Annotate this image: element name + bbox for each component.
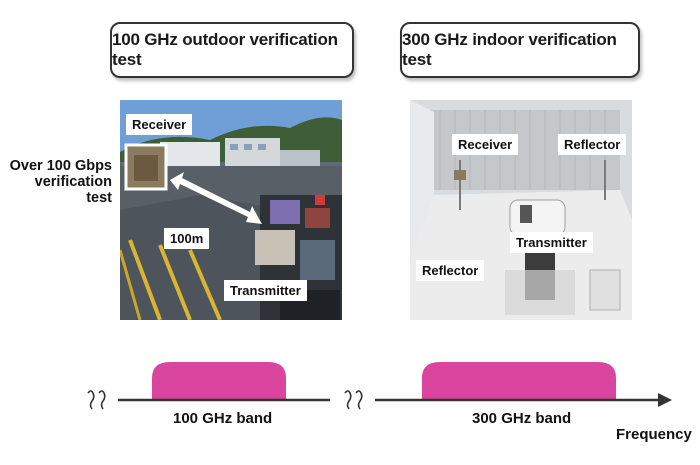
band-300ghz-shape (422, 362, 616, 400)
band-300ghz-label: 300 GHz band (472, 410, 572, 427)
axis-break-left (87, 390, 106, 410)
receiver-label: Receiver (126, 114, 193, 135)
outdoor-test-title: 100 GHz outdoor verification test (110, 22, 354, 78)
reflector-top-label: Reflector (558, 134, 627, 155)
indoor-scene-illustration (410, 100, 632, 320)
indoor-test-title: 300 GHz indoor verification test (400, 22, 640, 78)
band-100ghz-shape (152, 362, 286, 400)
transmitter-label-indoor: Transmitter (510, 232, 593, 253)
band-100ghz-label: 100 GHz band (173, 410, 273, 427)
frequency-axis-label: Frequency (616, 426, 692, 443)
axis-arrowhead (658, 393, 672, 407)
transmitter-label: Transmitter (224, 280, 307, 301)
over-100gbps-note: Over 100 Gbps verification test (9, 158, 112, 206)
reflector-left-label: Reflector (416, 260, 485, 281)
outdoor-test-photo: Receiver 100m Transmitter (120, 100, 342, 320)
indoor-test-photo: Receiver Reflector Transmitter Reflector (410, 100, 632, 320)
distance-label: 100m (164, 228, 210, 249)
axis-break-middle (344, 390, 363, 410)
receiver-label-indoor: Receiver (452, 134, 519, 155)
